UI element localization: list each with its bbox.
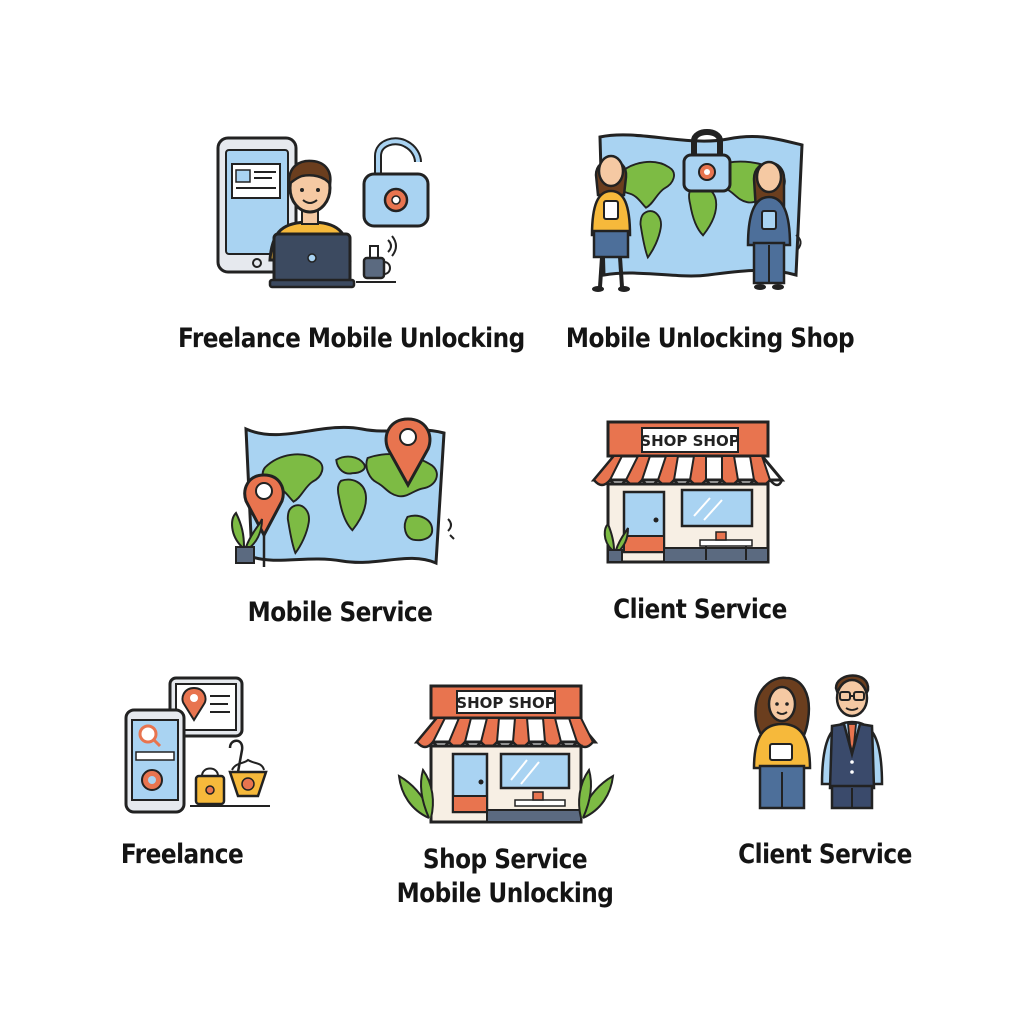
tile-client-service-people <box>748 664 893 814</box>
caption-client-service-people: Client Service <box>738 839 912 870</box>
shop-sign-text: SHOP SHOP <box>456 694 555 712</box>
tile-client-service-shop: SHOP SHOP <box>590 420 790 570</box>
caption-client-service-shop: Client Service <box>613 594 787 625</box>
tile-freelance-mobile-unlocking <box>200 130 460 300</box>
tile-mobile-service <box>222 415 467 575</box>
caption-shop-service: Shop Service <box>422 844 588 875</box>
tile-mobile-unlocking-shop <box>578 125 818 300</box>
shop-window-icon <box>499 752 571 790</box>
map-with-people-illustration <box>590 129 804 292</box>
freelance-devices-illustration <box>124 676 270 814</box>
mug-icon <box>362 256 386 280</box>
caption-freelance-mobile-unlocking: Freelance Mobile Unlocking <box>178 323 525 354</box>
storefront-illustration: SHOP SHOP <box>590 420 786 564</box>
location-pin-icon <box>384 417 432 489</box>
caption-mobile-unlocking-shop: Mobile Unlocking Shop <box>565 323 855 354</box>
caption-mobile-unlocking: Mobile Unlocking <box>396 878 614 909</box>
client-service-people-illustration <box>752 674 884 810</box>
caption-mobile-service: Mobile Service <box>247 597 433 628</box>
location-pin-icon <box>181 686 207 722</box>
tile-freelance <box>118 672 278 817</box>
storefront-plants-illustration: SHOP SHOP <box>397 684 615 824</box>
world-map-pins-illustration <box>231 417 455 567</box>
caption-freelance: Freelance <box>120 839 244 870</box>
tile-shop-service-mobile-unlocking: SHOP SHOP <box>395 684 617 826</box>
shop-window-icon <box>680 488 754 528</box>
freelancer-laptop-illustration <box>216 136 430 289</box>
shop-sign-text: SHOP SHOP <box>640 432 739 450</box>
